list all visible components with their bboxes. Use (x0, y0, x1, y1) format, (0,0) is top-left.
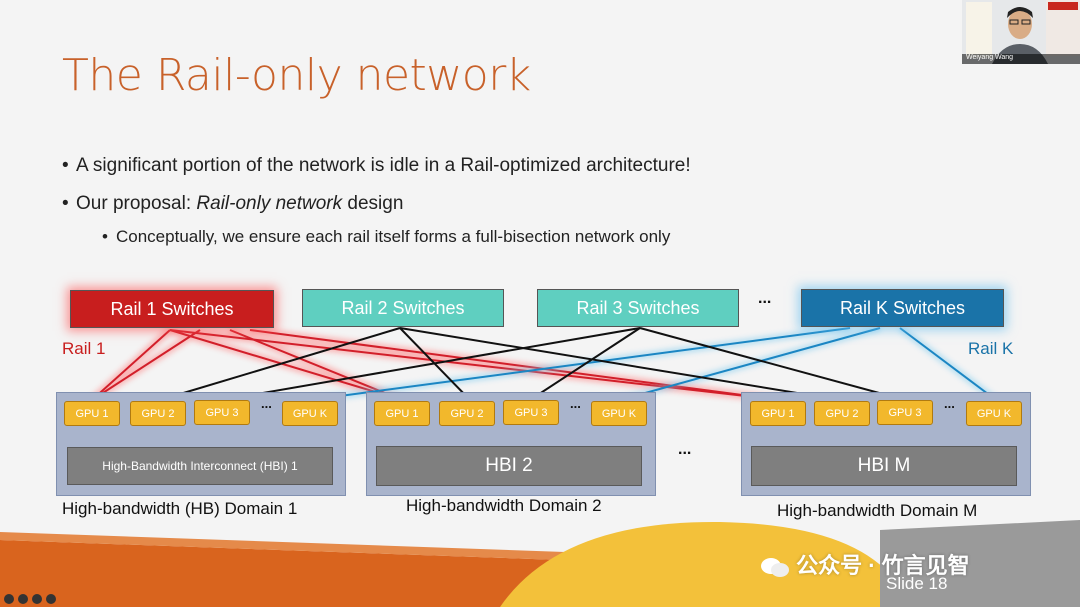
rail1-links (91, 329, 781, 401)
gpu-box: GPU 1 (750, 401, 806, 426)
gpu-box: GPU 2 (130, 401, 186, 426)
speaker-name: Weiyang Wang (966, 54, 1014, 61)
hbi-box: HBI 2 (376, 446, 642, 486)
gpu-box: GPU K (282, 401, 338, 426)
sub-bullet-text: Conceptually, we ensure each rail itself… (116, 227, 671, 246)
orange-band (0, 540, 560, 607)
gpu-ellipsis: ... (261, 396, 272, 411)
prev-slide-icon[interactable] (4, 594, 14, 604)
rail2-switch: Rail 2 Switches (302, 289, 504, 327)
rail2-rail3-links (159, 327, 906, 401)
domain-label: High-bandwidth Domain M (777, 501, 978, 520)
railK-label: Rail K (968, 339, 1014, 358)
domain-label: High-bandwidth Domain 2 (406, 496, 602, 515)
bullet-dot: • (62, 155, 69, 176)
bullet-dot: • (102, 227, 108, 246)
domain-label: High-bandwidth (HB) Domain 1 (62, 499, 298, 518)
wechat-icon (760, 556, 790, 578)
gray-corner (880, 520, 1080, 607)
railK-switch: Rail K Switches (801, 289, 1004, 327)
bullet-1-text: A significant portion of the network is … (76, 155, 691, 176)
gpu-box: GPU 3 (194, 400, 250, 425)
bullet-2-emphasis: Rail-only network (196, 193, 343, 214)
railK-links-glow (309, 325, 998, 403)
rail2-switch-label: Rail 2 Switches (341, 297, 465, 318)
gpu-box: GPU 3 (503, 400, 559, 425)
switch-ellipsis: ... (758, 290, 772, 307)
hbi-box: HBI M (751, 446, 1017, 486)
gpu-box: GPU K (966, 401, 1022, 426)
gpu-box: GPU 1 (64, 401, 120, 426)
rail1-label: Rail 1 (62, 339, 106, 358)
gpu-ellipsis: ... (570, 396, 581, 411)
gpu-box: GPU 1 (374, 401, 430, 426)
next-slide-icon[interactable] (46, 594, 56, 604)
bullet-2: • Our proposal: Rail-only network design (62, 193, 403, 215)
bullet-dot: • (62, 193, 69, 214)
watermark-text: 公众号 · 竹言见智 (796, 553, 970, 578)
slide-number: Slide 18 (886, 574, 948, 593)
gpu-box: GPU 2 (439, 401, 495, 426)
bullet-1: • A significant portion of the network is… (62, 155, 691, 177)
watermark: 公众号 · 竹言见智 (760, 548, 970, 580)
rail1-switch: Rail 1 Switches (70, 290, 274, 328)
menu-icon[interactable] (32, 594, 42, 604)
gpu-box: GPU K (591, 401, 647, 426)
slide-title: The Rail-only network (62, 50, 531, 101)
gpu-box: GPU 3 (877, 400, 933, 425)
rail3-switch-label: Rail 3 Switches (576, 297, 700, 318)
orange-band-top (0, 532, 565, 560)
rail3-switch: Rail 3 Switches (537, 289, 739, 327)
bullet-2-suffix: design (342, 193, 404, 214)
speaker-video-thumbnail (962, 0, 1080, 64)
pen-icon[interactable] (18, 594, 28, 604)
domain-ellipsis: ... (678, 441, 692, 458)
railK-switch-label: Rail K Switches (839, 297, 966, 318)
railK-links (309, 327, 997, 401)
bullet-2-prefix: Our proposal: (76, 193, 197, 214)
yellow-arc (500, 521, 910, 607)
hbi-box: High-Bandwidth Interconnect (HBI) 1 (67, 447, 333, 485)
gpu-box: GPU 2 (814, 401, 870, 426)
gpu-ellipsis: ... (944, 396, 955, 411)
sub-bullet: • Conceptually, we ensure each rail itsel… (102, 227, 670, 247)
speaker-webcam: Weiyang Wang (962, 0, 1080, 64)
rail1-switch-label: Rail 1 Switches (110, 298, 234, 319)
